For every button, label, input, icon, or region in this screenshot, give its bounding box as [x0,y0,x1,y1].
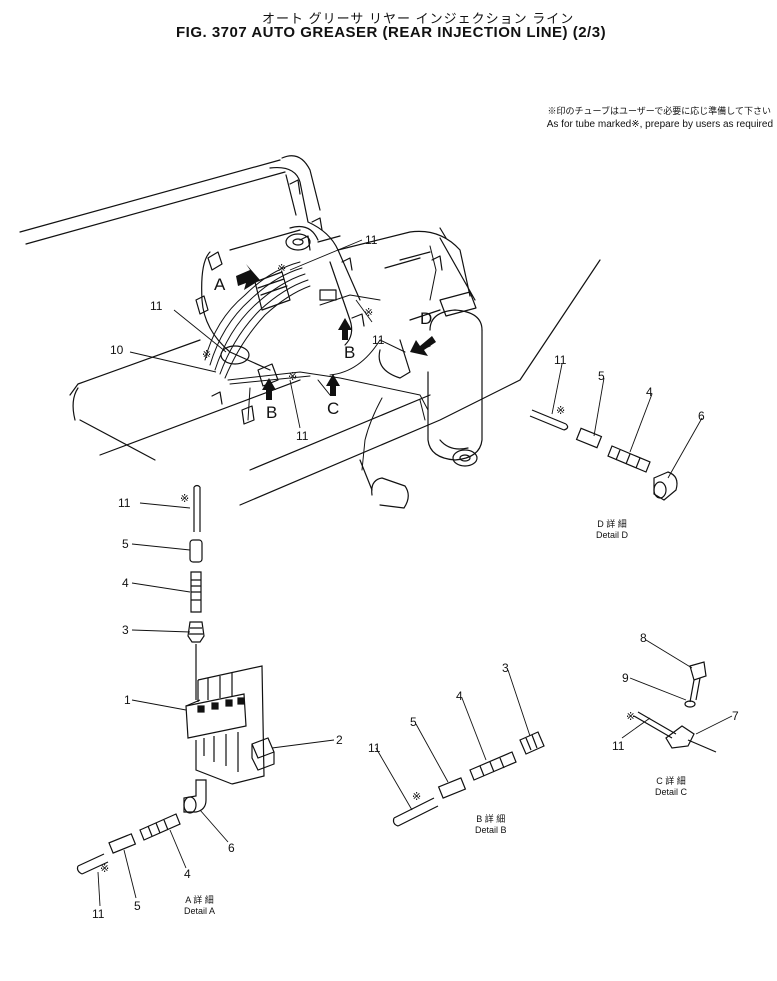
sleeve-5-b [437,777,467,799]
view-arrow-b-upper [338,318,352,340]
callout-6-d: 6 [698,409,705,423]
callout-11-main-top: 11 [365,233,378,247]
detail-a-drawing [76,484,275,875]
detail-b-caption-en: Detail B [475,825,507,835]
callout-11-main-left: 11 [150,299,163,313]
washer-9 [684,700,696,708]
detail-d-caption: D 詳 細 Detail D [596,519,628,541]
leader-lines [97,239,733,907]
insert-4-b [469,751,517,781]
callout-4-a: 4 [122,576,129,590]
view-arrow-c [326,374,340,396]
callout-11-c: 11 [612,739,625,753]
detail-d-caption-jp: D 詳 細 [597,519,627,529]
callout-5-a-bottom: 5 [134,899,141,913]
detail-d-caption-en: Detail D [596,530,629,540]
callout-11-a-bottom: 11 [92,907,105,921]
view-label-a: A [214,275,226,294]
tube-clamps [195,179,447,425]
detail-c-drawing [633,661,717,753]
detail-a-caption-jp: A 詳 細 [185,895,214,905]
callout-4-d: 4 [646,385,653,399]
elbow-6-a [183,779,207,813]
tube-mark-main-1: ※ [277,263,286,275]
view-arrow-d [410,336,436,356]
tube-mark-main-2: ※ [202,349,211,361]
distributor-block-main [254,271,337,387]
bolt-8 [689,661,707,681]
tube-mark-d: ※ [556,405,565,417]
detail-c-caption-en: Detail C [655,787,688,797]
tube-11-b [393,797,439,827]
detail-a-caption-en: Detail A [184,906,216,916]
sleeve-5-a [189,539,203,563]
tube-mark-main-4: ※ [288,371,297,383]
distributor-block-1 [185,693,247,739]
tube-mark-a-bottom: ※ [100,863,109,875]
callout-2: 2 [336,733,343,747]
elbow-6-d [653,471,678,501]
cover-2 [251,737,275,771]
tube-mark-b: ※ [412,791,421,803]
callout-8: 8 [640,631,647,645]
view-label-b-lower: B [266,403,277,422]
callout-4-b: 4 [456,689,463,703]
callout-5-d: 5 [598,369,605,383]
view-arrow-b-lower [262,378,276,400]
title-japanese: オート グリーサ リヤー インジェクション ライン [262,11,575,26]
callout-4-a-bottom: 4 [184,867,191,881]
detail-d-drawing [529,409,678,501]
boom-linkage [220,155,431,365]
note-english: As for tube marked※, prepare by users as… [546,119,773,130]
tube-11-c [633,711,677,739]
callout-5-a: 5 [122,537,129,551]
detail-b-drawing [392,731,545,827]
machine-frame [19,159,601,506]
detail-a-caption: A 詳 細 Detail A [184,895,215,917]
tube-11-d [529,409,567,431]
callout-6-a: 6 [228,841,235,855]
view-arrows [236,264,436,400]
view-label-d: D [420,309,432,328]
tube-mark-main-3: ※ [364,307,373,319]
view-label-b-upper: B [344,343,355,362]
callout-11-main-right: 11 [372,333,385,347]
callout-3-a: 3 [122,623,129,637]
connector-3-b [519,731,545,755]
detail-b-caption: B 詳 細 Detail B [475,814,507,836]
connector-3-a [187,621,205,643]
note-japanese: ※印のチューブはユーザーで必要に応じ準備して下さい [547,106,771,116]
callout-11-b: 11 [368,741,381,755]
detail-c-caption-jp: C 詳 細 [656,776,686,786]
insert-4-a [190,571,202,613]
callout-11-main-bottom: 11 [296,429,309,443]
figure-title: FIG. 3707 AUTO GREASER (REAR INJECTION L… [176,24,607,41]
detail-c-caption: C 詳 細 Detail C [655,776,687,798]
callout-1: 1 [124,693,131,707]
view-label-c: C [327,399,339,418]
detail-b-caption-jp: B 詳 細 [476,814,506,824]
sleeve-5-d [575,427,603,449]
lower-cylinder [359,339,411,509]
tube-mark-c: ※ [626,711,635,723]
tube-11-a [193,487,201,532]
insert-4-a2 [139,813,181,841]
callout-10: 10 [110,343,124,357]
callout-5-b: 5 [410,715,417,729]
joint-7 [665,725,695,749]
tube-11-a2 [77,853,109,875]
insert-4-d [607,445,651,473]
view-arrow-a [236,264,260,290]
sleeve-5-a2 [108,833,137,854]
callout-9: 9 [622,671,629,685]
callout-11-a-top: 11 [118,496,131,510]
callout-11-d: 11 [554,353,567,367]
tube-mark-a-top: ※ [180,493,189,505]
callout-3-b: 3 [502,661,509,675]
callout-7: 7 [732,709,739,723]
